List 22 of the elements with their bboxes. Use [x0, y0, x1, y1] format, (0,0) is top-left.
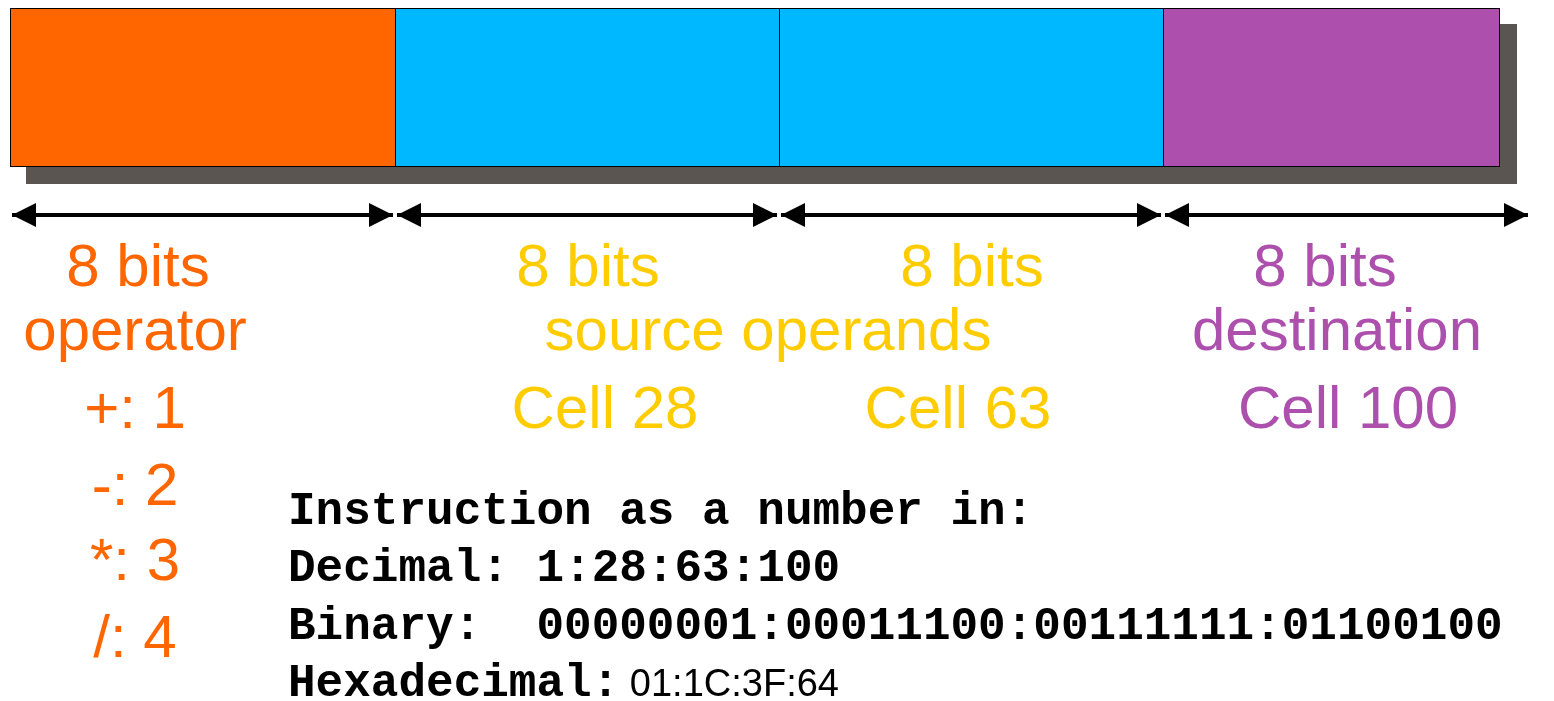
operator-code: *: 3: [89, 530, 181, 590]
cell-label: Cell 100: [1237, 378, 1459, 438]
cell-label: Cell 28: [511, 378, 699, 438]
operator-code: +: 1: [84, 378, 186, 438]
operator-code: /: 4: [93, 607, 177, 667]
operator-code: -: 2: [91, 455, 179, 515]
field-name-label: operator: [23, 300, 247, 360]
field-width-label: 8 bits: [66, 236, 210, 296]
encoding-heading: Instruction as a number in:: [288, 489, 1034, 535]
field-width-label: 8 bits: [900, 236, 1044, 296]
bit-field-segment: [779, 8, 1164, 167]
bit-field-segment: [10, 8, 396, 167]
field-name-label: source operands: [544, 300, 992, 360]
bit-field-segment: [395, 8, 780, 167]
encoding-line: Decimal: 1:28:63:100: [288, 546, 841, 592]
bit-field-segment: [1163, 8, 1500, 167]
field-name-label: destination: [1191, 300, 1483, 360]
field-width-label: 8 bits: [1253, 236, 1397, 296]
encoding-line: Hexadecimal: 01:1C:3F:64: [288, 661, 839, 701]
field-width-label: 8 bits: [516, 236, 660, 296]
cell-label: Cell 63: [864, 378, 1052, 438]
encoding-line: Binary: 00000001:00011100:00111111:01100100: [288, 604, 1503, 650]
